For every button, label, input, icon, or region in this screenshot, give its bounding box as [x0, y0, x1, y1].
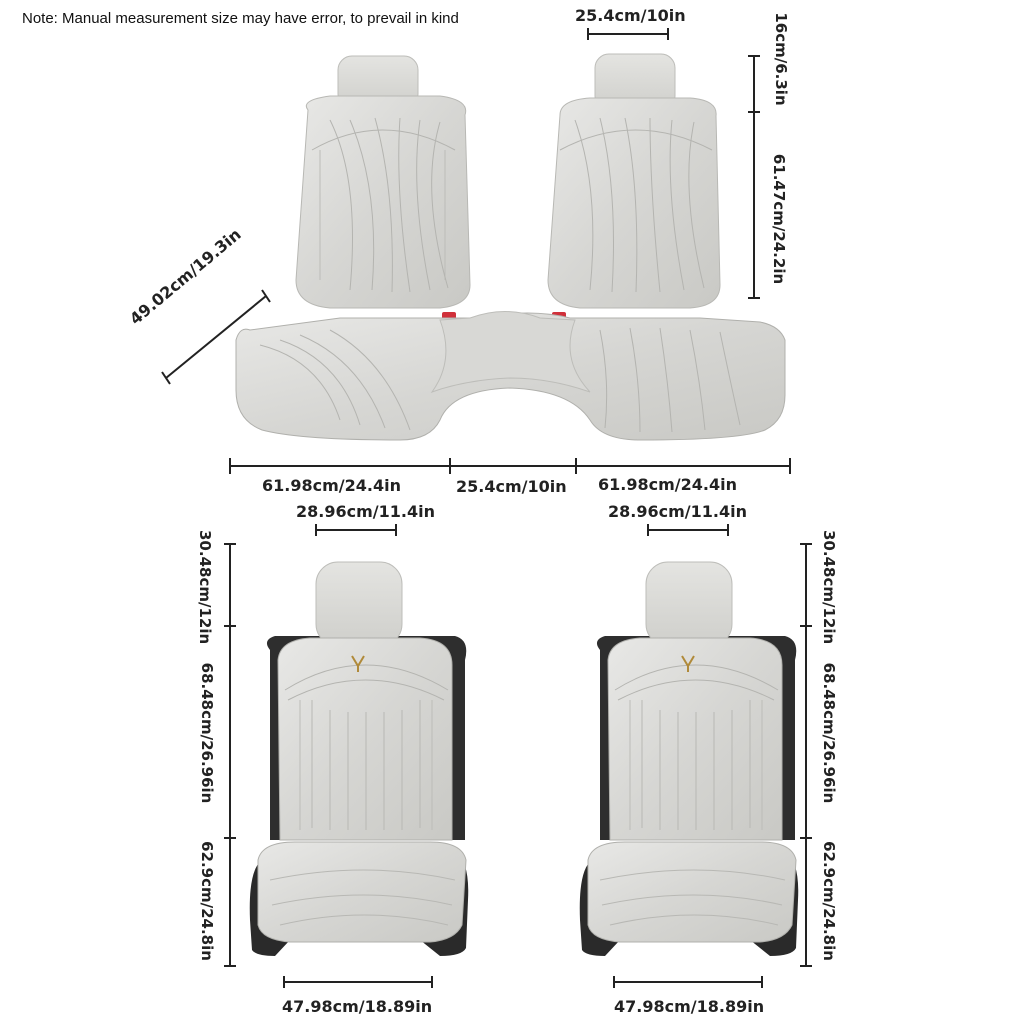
measurement-note: Note: Manual measurement size may have e… — [22, 10, 459, 27]
brand-emblem-icon — [681, 655, 695, 672]
top-left-width-label: 61.98cm/24.4in — [262, 476, 401, 495]
right-backrest-height-label: 68.48cm/26.96in — [820, 662, 838, 804]
top-headrest-height-label: 16cm/6.3in — [772, 12, 790, 106]
bottom-left-seat — [249, 561, 469, 956]
right-seat-height-label: 62.9cm/24.8in — [820, 841, 838, 961]
top-middle-width-label: 25.4cm/10in — [456, 477, 567, 496]
top-left-backrest — [295, 55, 471, 309]
bottom-right-seat — [579, 561, 799, 956]
left-seat-height-label: 62.9cm/24.8in — [198, 841, 216, 961]
top-seat-set — [235, 53, 786, 441]
brand-emblem-icon — [351, 655, 365, 672]
dimension-lines — [161, 28, 812, 988]
top-backrest-height-label: 61.47cm/24.2in — [770, 153, 788, 285]
right-headrest-height-label: 30.48cm/12in — [820, 530, 838, 645]
top-seat-base — [235, 311, 786, 441]
top-right-backrest — [547, 53, 721, 309]
top-headrest-width-label: 25.4cm/10in — [575, 6, 686, 25]
top-right-width-label: 61.98cm/24.4in — [598, 475, 737, 494]
right-seat-width-label: 47.98cm/18.89in — [614, 997, 765, 1016]
left-headrest-width-label: 28.96cm/11.4in — [296, 502, 435, 521]
left-seat-width-label: 47.98cm/18.89in — [282, 997, 433, 1016]
left-backrest-height-label: 68.48cm/26.96in — [198, 662, 216, 804]
left-headrest-height-label: 30.48cm/12in — [196, 530, 214, 645]
right-headrest-width-label: 28.96cm/11.4in — [608, 502, 747, 521]
